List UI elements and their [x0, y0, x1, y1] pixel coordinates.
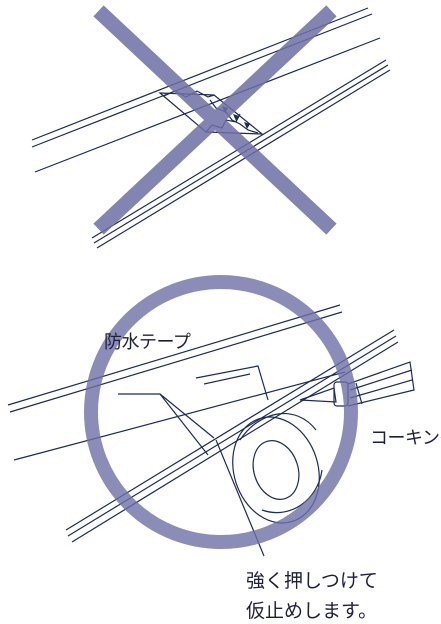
caulking-gun-icon	[299, 361, 415, 407]
circle-mark-icon	[84, 275, 358, 549]
instruction-line-1: 強く押しつけて	[246, 570, 378, 592]
instruction-line-2: 仮止めします。	[246, 600, 378, 622]
waterproof-tape-label: 防水テープ	[104, 332, 191, 353]
cross-mark-icon	[93, 5, 337, 235]
correct-example	[7, 304, 399, 557]
caulking-label: コーキング	[370, 428, 441, 449]
